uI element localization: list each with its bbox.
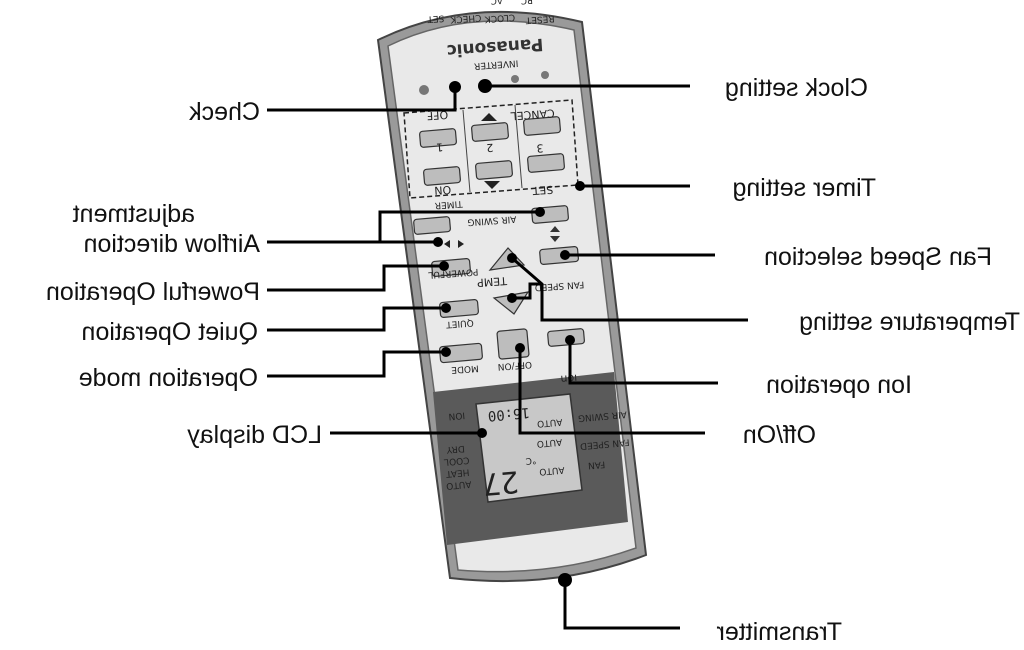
rc-reset-button[interactable]: [541, 71, 549, 79]
timer-title-label: TIMER: [434, 198, 463, 210]
lcd-screen: [475, 393, 583, 503]
callout-labels: Check Clock setting Timer setting adjust…: [46, 74, 1020, 646]
callout-lcd-display: LCD display: [187, 421, 322, 449]
timer-on-label: ON: [434, 183, 452, 197]
lcd-ion: ION: [448, 410, 465, 421]
leader-lines: [267, 84, 748, 630]
air-swing-label: AIR SWING: [467, 213, 517, 226]
callout-check: Check: [189, 98, 260, 126]
lcd-fan-speed: FAN SPEED: [580, 436, 630, 450]
timer-group: [403, 99, 579, 199]
off-on-button[interactable]: [496, 328, 530, 360]
timer-up-arrow-icon: [481, 113, 497, 121]
label-clock: CLOCK: [483, 12, 515, 24]
lcd-mode-dry: DRY: [446, 443, 465, 455]
mode-button[interactable]: [439, 342, 483, 364]
lcd-auto-fan: AUTO: [539, 464, 565, 476]
timer-set-button[interactable]: [527, 153, 565, 173]
brand-subtitle: INVERTER: [474, 57, 519, 70]
quiet-button[interactable]: [439, 299, 479, 318]
timer-on-button[interactable]: [423, 166, 461, 186]
ac-reset-button[interactable]: [511, 75, 519, 83]
label-reset: RESET: [525, 13, 555, 25]
callout-fan-speed-selection: Fan Speed selection: [764, 243, 992, 271]
lcd-mode-heat: HEAT: [445, 466, 470, 478]
timer-down-arrow-icon: [484, 181, 500, 189]
callout-airflow-line2: Airflow direction: [84, 230, 260, 258]
timer-set-label: SET: [532, 183, 554, 197]
temp-label: TEMP: [476, 274, 508, 289]
label-check: CHECK: [449, 12, 482, 24]
lcd-degree: °C: [525, 455, 537, 466]
timer-1-label: 1: [436, 140, 444, 153]
vertical-swing-icon: [550, 226, 560, 242]
leader-dots: [433, 181, 585, 438]
lcd-auto-top: AUTO: [537, 416, 563, 428]
callout-off-on: Off/On: [743, 421, 816, 449]
callout-timer-setting: Timer setting: [732, 174, 876, 202]
callout-transmitter: Transmitter: [717, 618, 842, 646]
timer-off-button[interactable]: [419, 128, 457, 148]
callout-airflow-line1: adjustment: [73, 200, 195, 228]
timer-2-label: 2: [486, 141, 494, 154]
callout-temperature-setting: Temperature setting: [799, 308, 1020, 336]
air-swing-horizontal-button[interactable]: [413, 216, 451, 235]
fan-speed-label: FAN SPEED: [534, 279, 584, 292]
callout-operation-mode: Operation mode: [79, 364, 258, 392]
timer-down-button[interactable]: [475, 160, 513, 180]
lcd-fan: FAN: [587, 459, 605, 470]
timer-cancel-label: CANCEL: [509, 106, 555, 122]
quiet-label: QUIET: [445, 317, 474, 329]
timer-cancel-button[interactable]: [523, 116, 561, 136]
label-rc: RC: [520, 0, 533, 5]
lcd-air-swing: AIR SWING: [577, 408, 627, 422]
lcd-mode-cool: COOL: [444, 454, 470, 466]
lcd-mode-auto: AUTO: [446, 478, 472, 490]
callout-powerful-operation: Powerful Operation: [46, 278, 260, 306]
callout-quiet-operation: Quiet Operation: [82, 318, 259, 346]
label-set: SET: [426, 12, 444, 23]
lcd-auto-mid: AUTO: [536, 436, 562, 448]
lcd-temperature: 27: [481, 463, 520, 501]
timer-3-label: 3: [536, 141, 544, 154]
horizontal-swing-icon: [444, 240, 464, 248]
set-button[interactable]: [419, 85, 429, 95]
callout-clock-setting: Clock setting: [725, 74, 868, 102]
timer-up-button[interactable]: [471, 122, 509, 142]
off-on-label: OFF/ON: [497, 359, 532, 371]
mode-label: MODE: [451, 363, 479, 375]
label-ac: AC: [490, 0, 503, 5]
callout-ion-operation: Ion operation: [766, 371, 912, 399]
